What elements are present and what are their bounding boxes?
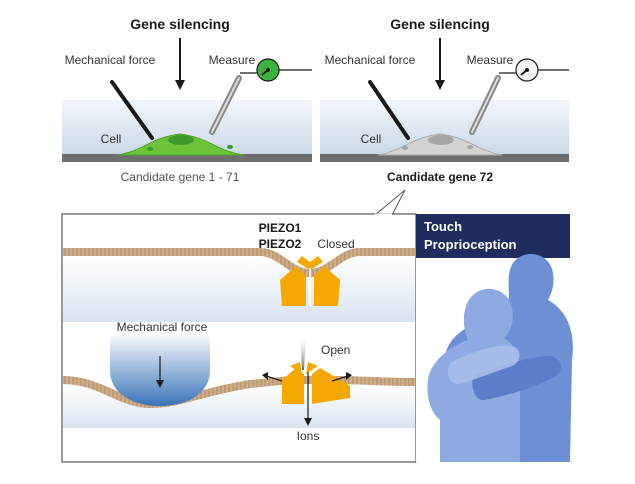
heading: Gene silencing xyxy=(130,16,230,32)
top-left-panel: Gene silencing Mechanical force Measure … xyxy=(62,16,312,184)
force-probe xyxy=(368,80,410,140)
embracing-arm xyxy=(472,356,562,401)
open-beam xyxy=(300,337,306,370)
sense-line-1: Touch xyxy=(424,219,462,234)
channel-name-1: PIEZO1 xyxy=(259,221,302,235)
child-arm xyxy=(447,345,520,385)
cell-label: Cell xyxy=(361,132,382,146)
measure-label: Measure xyxy=(467,53,514,67)
measure-label: Measure xyxy=(209,53,256,67)
force-probe xyxy=(110,80,154,140)
force-label: Mechanical force xyxy=(65,53,156,67)
force-label: Mechanical force xyxy=(117,320,208,334)
closed-channel xyxy=(280,256,340,306)
membrane-panel: PIEZO1 PIEZO2 Closed Open Mechanical for… xyxy=(61,189,417,463)
lower-membrane xyxy=(62,376,416,409)
cell-nucleus xyxy=(428,135,454,145)
sense-panel: Touch Proprioception xyxy=(416,214,573,462)
dish-floor xyxy=(62,154,312,162)
dish-floor xyxy=(320,154,569,162)
cell-label: Cell xyxy=(101,132,122,146)
top-right-panel: Gene silencing Mechanical force Measure … xyxy=(320,16,569,184)
force-label: Mechanical force xyxy=(325,53,416,67)
callout-pointer xyxy=(373,189,406,216)
sense-line-2: Proprioception xyxy=(424,237,517,252)
heading: Gene silencing xyxy=(390,16,490,32)
open-channel xyxy=(262,337,352,426)
cell-nucleus xyxy=(168,135,194,145)
closed-label: Closed xyxy=(317,237,354,251)
channel-name-2: PIEZO2 xyxy=(259,237,302,251)
sense-header xyxy=(416,214,570,258)
open-left-arrow xyxy=(265,375,283,382)
caption: Candidate gene 1 - 71 xyxy=(121,170,240,184)
open-right-arrow xyxy=(331,375,349,382)
caption: Candidate gene 72 xyxy=(387,170,493,184)
ions-label: Ions xyxy=(297,429,320,443)
open-label: Open xyxy=(321,343,350,357)
